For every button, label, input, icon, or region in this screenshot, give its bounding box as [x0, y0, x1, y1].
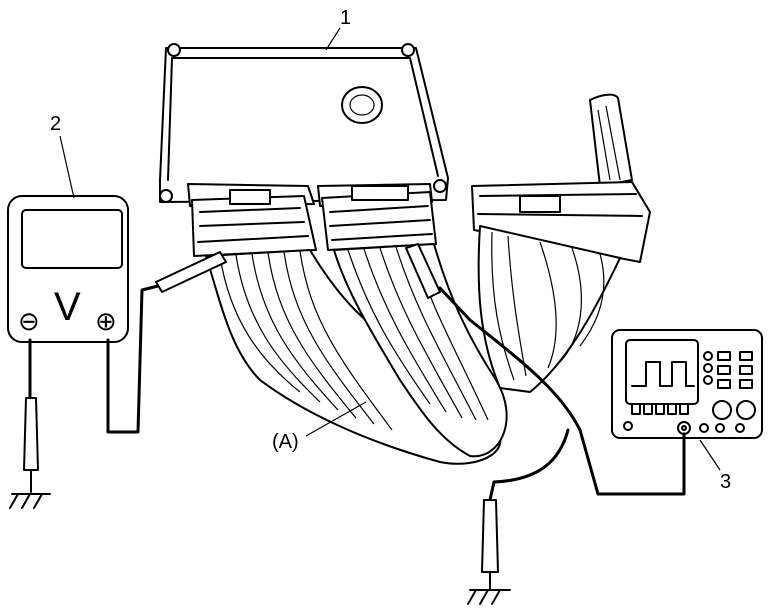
oscilloscope-leads: [405, 243, 686, 591]
scope-buttons: [623, 351, 756, 435]
voltmeter-positive-terminal-icon: ⊕: [95, 306, 117, 336]
scope-back-probe: [405, 243, 441, 299]
scope-ground-probe: [481, 499, 499, 573]
ground-symbol-icon: [9, 493, 51, 509]
voltmeter-negative-terminal-icon: ⊖: [18, 306, 40, 336]
ecm-unit: [159, 43, 449, 207]
scope-knob-left: [712, 400, 732, 420]
scope-knob-right: [736, 400, 756, 420]
callout-label-3: 3: [720, 471, 731, 493]
harness-connector-right: [471, 93, 651, 393]
voltmeter-display: [21, 209, 123, 269]
callout-label-a: (A): [272, 431, 299, 453]
voltmeter-leads: [23, 251, 227, 493]
positive-test-probe: [155, 251, 227, 293]
scope-screen: [625, 339, 699, 405]
callout-label-1: 1: [340, 7, 351, 29]
callout-oscilloscope: 3: [699, 439, 731, 493]
wiring-harness: [205, 243, 508, 465]
ground-symbol-icon: [467, 589, 511, 605]
ecm-connector-left: [191, 189, 317, 257]
voltmeter-unit: V: [54, 285, 81, 329]
callout-ecm: 1: [325, 7, 351, 51]
negative-test-probe: [23, 397, 39, 471]
harness-wires: [219, 245, 489, 431]
oscilloscope: [611, 329, 763, 439]
ecm-breather-cap: [341, 86, 383, 124]
ecm-connector-right: [321, 185, 437, 251]
callout-voltmeter: 2: [50, 113, 75, 199]
callout-harness: (A): [272, 401, 367, 453]
callout-label-2: 2: [50, 113, 61, 135]
scope-waveform-icon: [631, 361, 695, 387]
voltmeter: V ⊖ ⊕: [7, 195, 129, 343]
